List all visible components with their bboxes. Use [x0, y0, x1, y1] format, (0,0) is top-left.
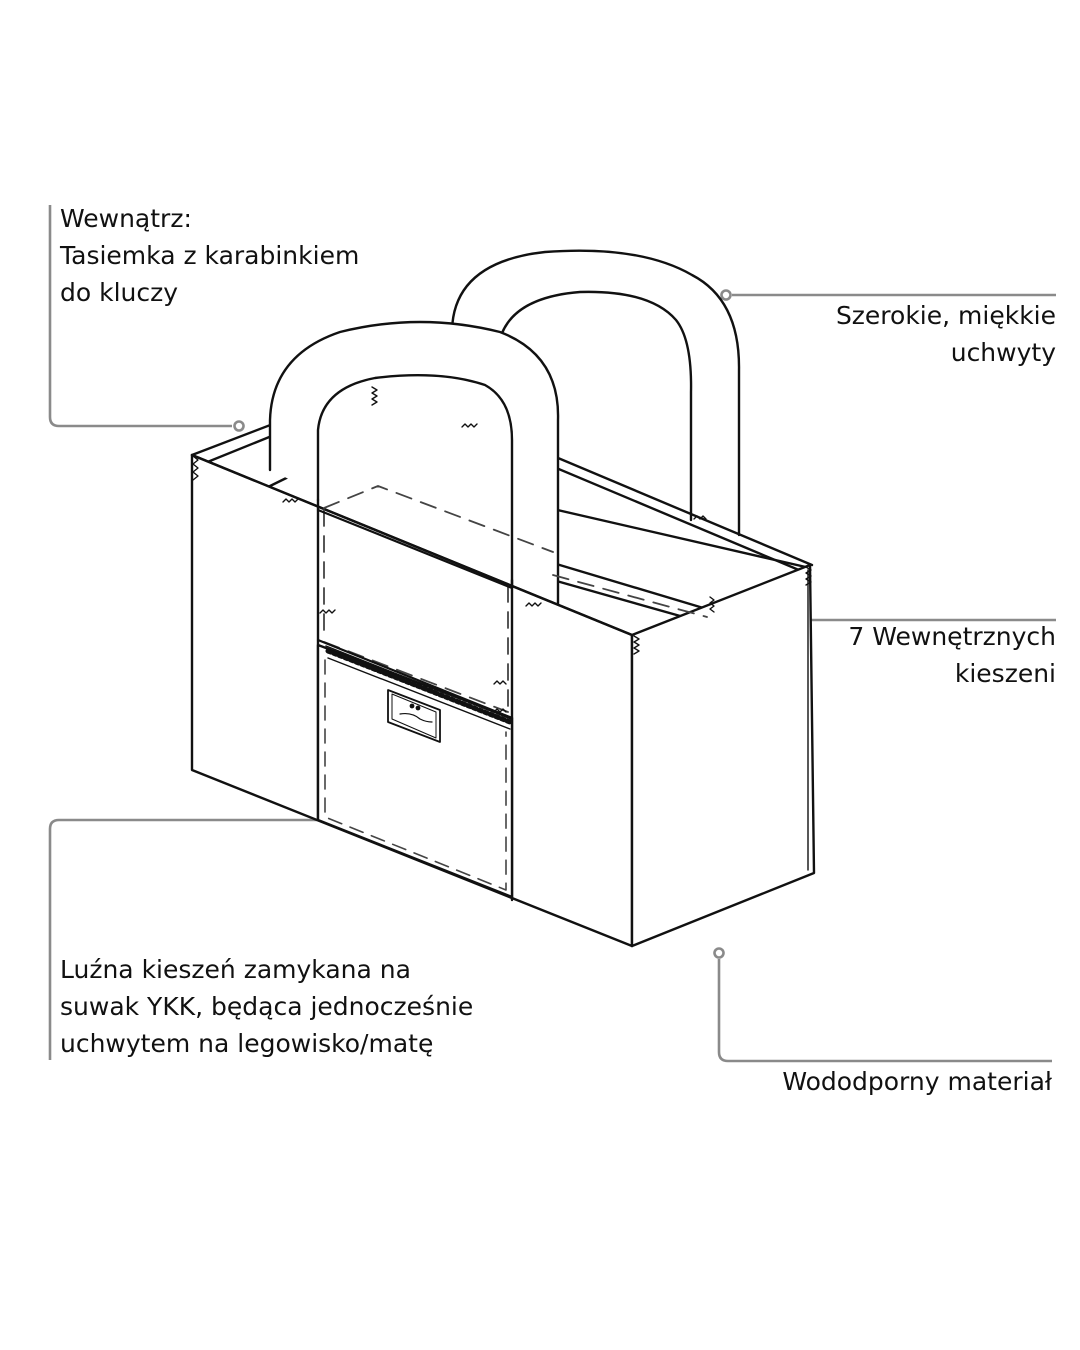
- brand-label: [387, 689, 441, 743]
- callout-inside-keys-line: [48, 205, 232, 428]
- label-line: Wododporny materiał: [782, 1067, 1052, 1096]
- label-inside-key-strap: Wewnątrz: Tasiemka z karabinkiem do kluc…: [60, 200, 359, 311]
- label-handles: Szerokie, miękkie uchwyty: [836, 297, 1056, 371]
- label-line: uchwytem na legowisko/matę: [60, 1029, 434, 1058]
- label-inner-pockets: 7 Wewnętrznych kieszeni: [848, 618, 1056, 692]
- label-zip-pocket: Luźna kieszeń zamykana na suwak YKK, będ…: [60, 951, 473, 1062]
- stitch-marks: [192, 386, 812, 713]
- label-line: 7 Wewnętrznych: [848, 622, 1056, 651]
- label-line: Szerokie, miękkie: [835, 301, 1056, 330]
- label-line: uchwyty: [950, 338, 1056, 367]
- callout-material-dot: [713, 947, 725, 959]
- zipper-track: [325, 648, 513, 725]
- callout-zip-line: [48, 818, 370, 1060]
- label-line: Tasiemka z karabinkiem: [60, 241, 360, 270]
- callout-inside-keys-dot: [233, 420, 245, 432]
- side-panel: [630, 563, 816, 948]
- label-line: Wewnątrz:: [60, 204, 192, 233]
- label-line: Luźna kieszeń zamykana na: [60, 955, 411, 984]
- label-line: suwak YKK, będąca jednocześnie: [60, 992, 474, 1021]
- label-waterproof-material: Wododporny materiał: [782, 1063, 1052, 1100]
- bag: [190, 249, 816, 948]
- zip-pocket: [316, 643, 514, 899]
- back-handle: [450, 249, 741, 537]
- callout-handles-dot: [720, 289, 732, 301]
- label-line: kieszeni: [954, 659, 1056, 688]
- callout-material-line: [717, 959, 1052, 1063]
- front-handle: [268, 320, 560, 610]
- label-line: do kluczy: [60, 278, 179, 307]
